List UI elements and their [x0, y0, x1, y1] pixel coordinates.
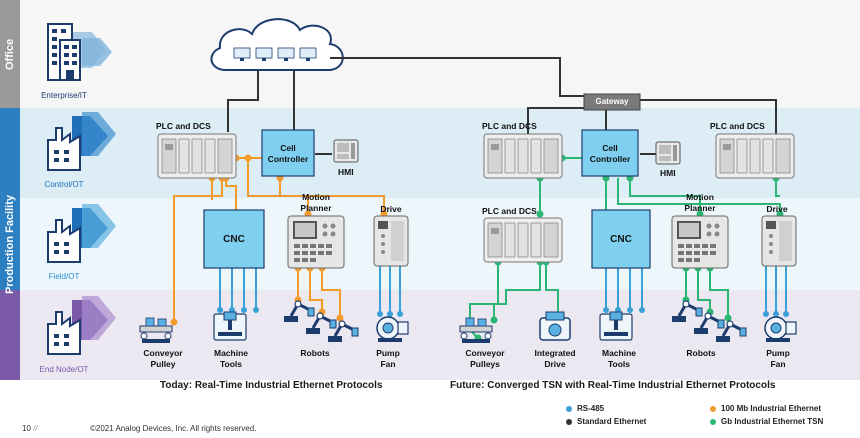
right-endnode-conveyor: Conveyor Pulleys [465, 348, 505, 369]
legend-tsn: Gb Industrial Ethernet TSN [710, 417, 823, 426]
left-cell-controller-label: Cell Controller [267, 143, 309, 164]
left-plc-device [157, 133, 237, 179]
left-endnode-pump: Pump Fan [376, 348, 400, 369]
right-plc-top-left-label: PLC and DCS [482, 121, 537, 131]
left-100mb-ethernet [173, 157, 385, 322]
legend-standard: Standard Ethernet [566, 417, 646, 426]
left-drive-label: Drive [380, 204, 402, 214]
right-rs485-nodes [603, 307, 789, 317]
right-plc-top-right-label: PLC and DCS [710, 121, 765, 131]
left-hmi-device [333, 139, 359, 163]
endnode-stripe [0, 290, 20, 380]
right-drive-device [761, 215, 797, 267]
gateway-label: Gateway [595, 97, 629, 106]
right-conveyor-icon [459, 317, 493, 344]
right-tsn [469, 157, 781, 339]
right-plc-field-label: PLC and DCS [482, 206, 537, 216]
left-endnode-conveyor: Conveyor Pulley [143, 348, 183, 369]
right-motion-planner-device [671, 215, 729, 269]
office-stripe [0, 0, 20, 108]
enterprise-building-icon [47, 23, 112, 81]
right-plc-top-right-device [715, 133, 795, 179]
right-endnode-robots: Robots [686, 348, 716, 358]
cloud-icon [210, 18, 344, 71]
right-motion-planner-label: Motion Planner [684, 192, 716, 213]
legend-standard-dot [566, 418, 572, 425]
level-control-label: Control/OT [44, 180, 84, 189]
level-enterprise-label: Enterprise/IT [41, 91, 87, 100]
left-plc-label: PLC and DCS [156, 121, 211, 131]
left-rs485 [219, 266, 401, 314]
right-machine-tool-icon [599, 311, 633, 341]
page-number: 10 // [22, 424, 38, 433]
right-endnode-integrated-drive: Integrated Drive [534, 348, 576, 369]
right-rs485 [605, 266, 787, 314]
right-cell-controller-box [581, 129, 639, 177]
factory-field-icon [47, 204, 116, 263]
left-cell-controller-box [261, 129, 315, 177]
office-band [0, 0, 860, 108]
left-motion-planner-device [287, 215, 345, 269]
left-cnc-label: CNC [223, 234, 245, 245]
right-cnc-box [591, 209, 651, 269]
legend-rs485: RS-485 [566, 404, 604, 413]
right-plc-top-left-device [483, 133, 563, 179]
left-hmi-label: HMI [338, 167, 354, 177]
right-plc-field-device [483, 217, 563, 263]
legend-rs485-dot [566, 405, 572, 412]
left-pump-icon [376, 316, 409, 343]
left-conveyor-icon [139, 317, 173, 344]
legend-100mb-dot [710, 405, 716, 412]
right-endnode-machine-tools: Machine Tools [601, 348, 636, 369]
copyright: ©2021 Analog Devices, Inc. All rights re… [90, 424, 257, 433]
right-pump-icon [764, 316, 797, 343]
legend-100mb: 100 Mb Industrial Ethernet [710, 404, 821, 413]
right-cell-controller-label: Cell Controller [589, 143, 631, 164]
legend-standard-label: Standard Ethernet [577, 417, 647, 426]
left-cnc-box [203, 209, 265, 269]
left-caption: Today: Real-Time Industrial Ethernet Pro… [160, 380, 383, 391]
right-robot-icon-1 [670, 299, 704, 324]
level-field-label: Field/OT [48, 272, 80, 281]
page-number-text: 10 [22, 424, 31, 433]
legend-tsn-label: Gb Industrial Ethernet TSN [721, 417, 824, 426]
right-endnode-pump: Pump Fan [766, 348, 790, 369]
legend-100mb-label: 100 Mb Industrial Ethernet [721, 404, 822, 413]
right-drive-label: Drive [766, 204, 788, 214]
left-machine-tool-icon [213, 311, 247, 341]
factory-endnode-icon [47, 296, 116, 355]
right-caption: Future: Converged TSN with Real-Time Ind… [450, 380, 776, 391]
level-icons [47, 23, 116, 355]
left-robot-icon-1 [282, 299, 316, 324]
left-standard-ethernet [227, 70, 332, 155]
right-hmi-label: HMI [660, 168, 676, 178]
factory-control-icon [47, 112, 116, 171]
integrated-drive-icon [539, 311, 571, 341]
left-endnode-machine-tools: Machine Tools [213, 348, 248, 369]
right-standard-ethernet [330, 57, 777, 155]
page-slash-icon: // [30, 424, 38, 433]
left-drive-device [373, 215, 409, 267]
gateway-box [583, 93, 641, 111]
right-hmi-device [655, 141, 681, 165]
left-endnode-robots: Robots [300, 348, 330, 358]
legend-rs485-label: RS-485 [577, 404, 605, 413]
left-motion-planner-label: Motion Planner [300, 192, 332, 213]
legend-tsn-dot [710, 418, 716, 425]
level-endnode-label: End Node/OT [39, 365, 89, 374]
right-cnc-label: CNC [610, 234, 632, 245]
